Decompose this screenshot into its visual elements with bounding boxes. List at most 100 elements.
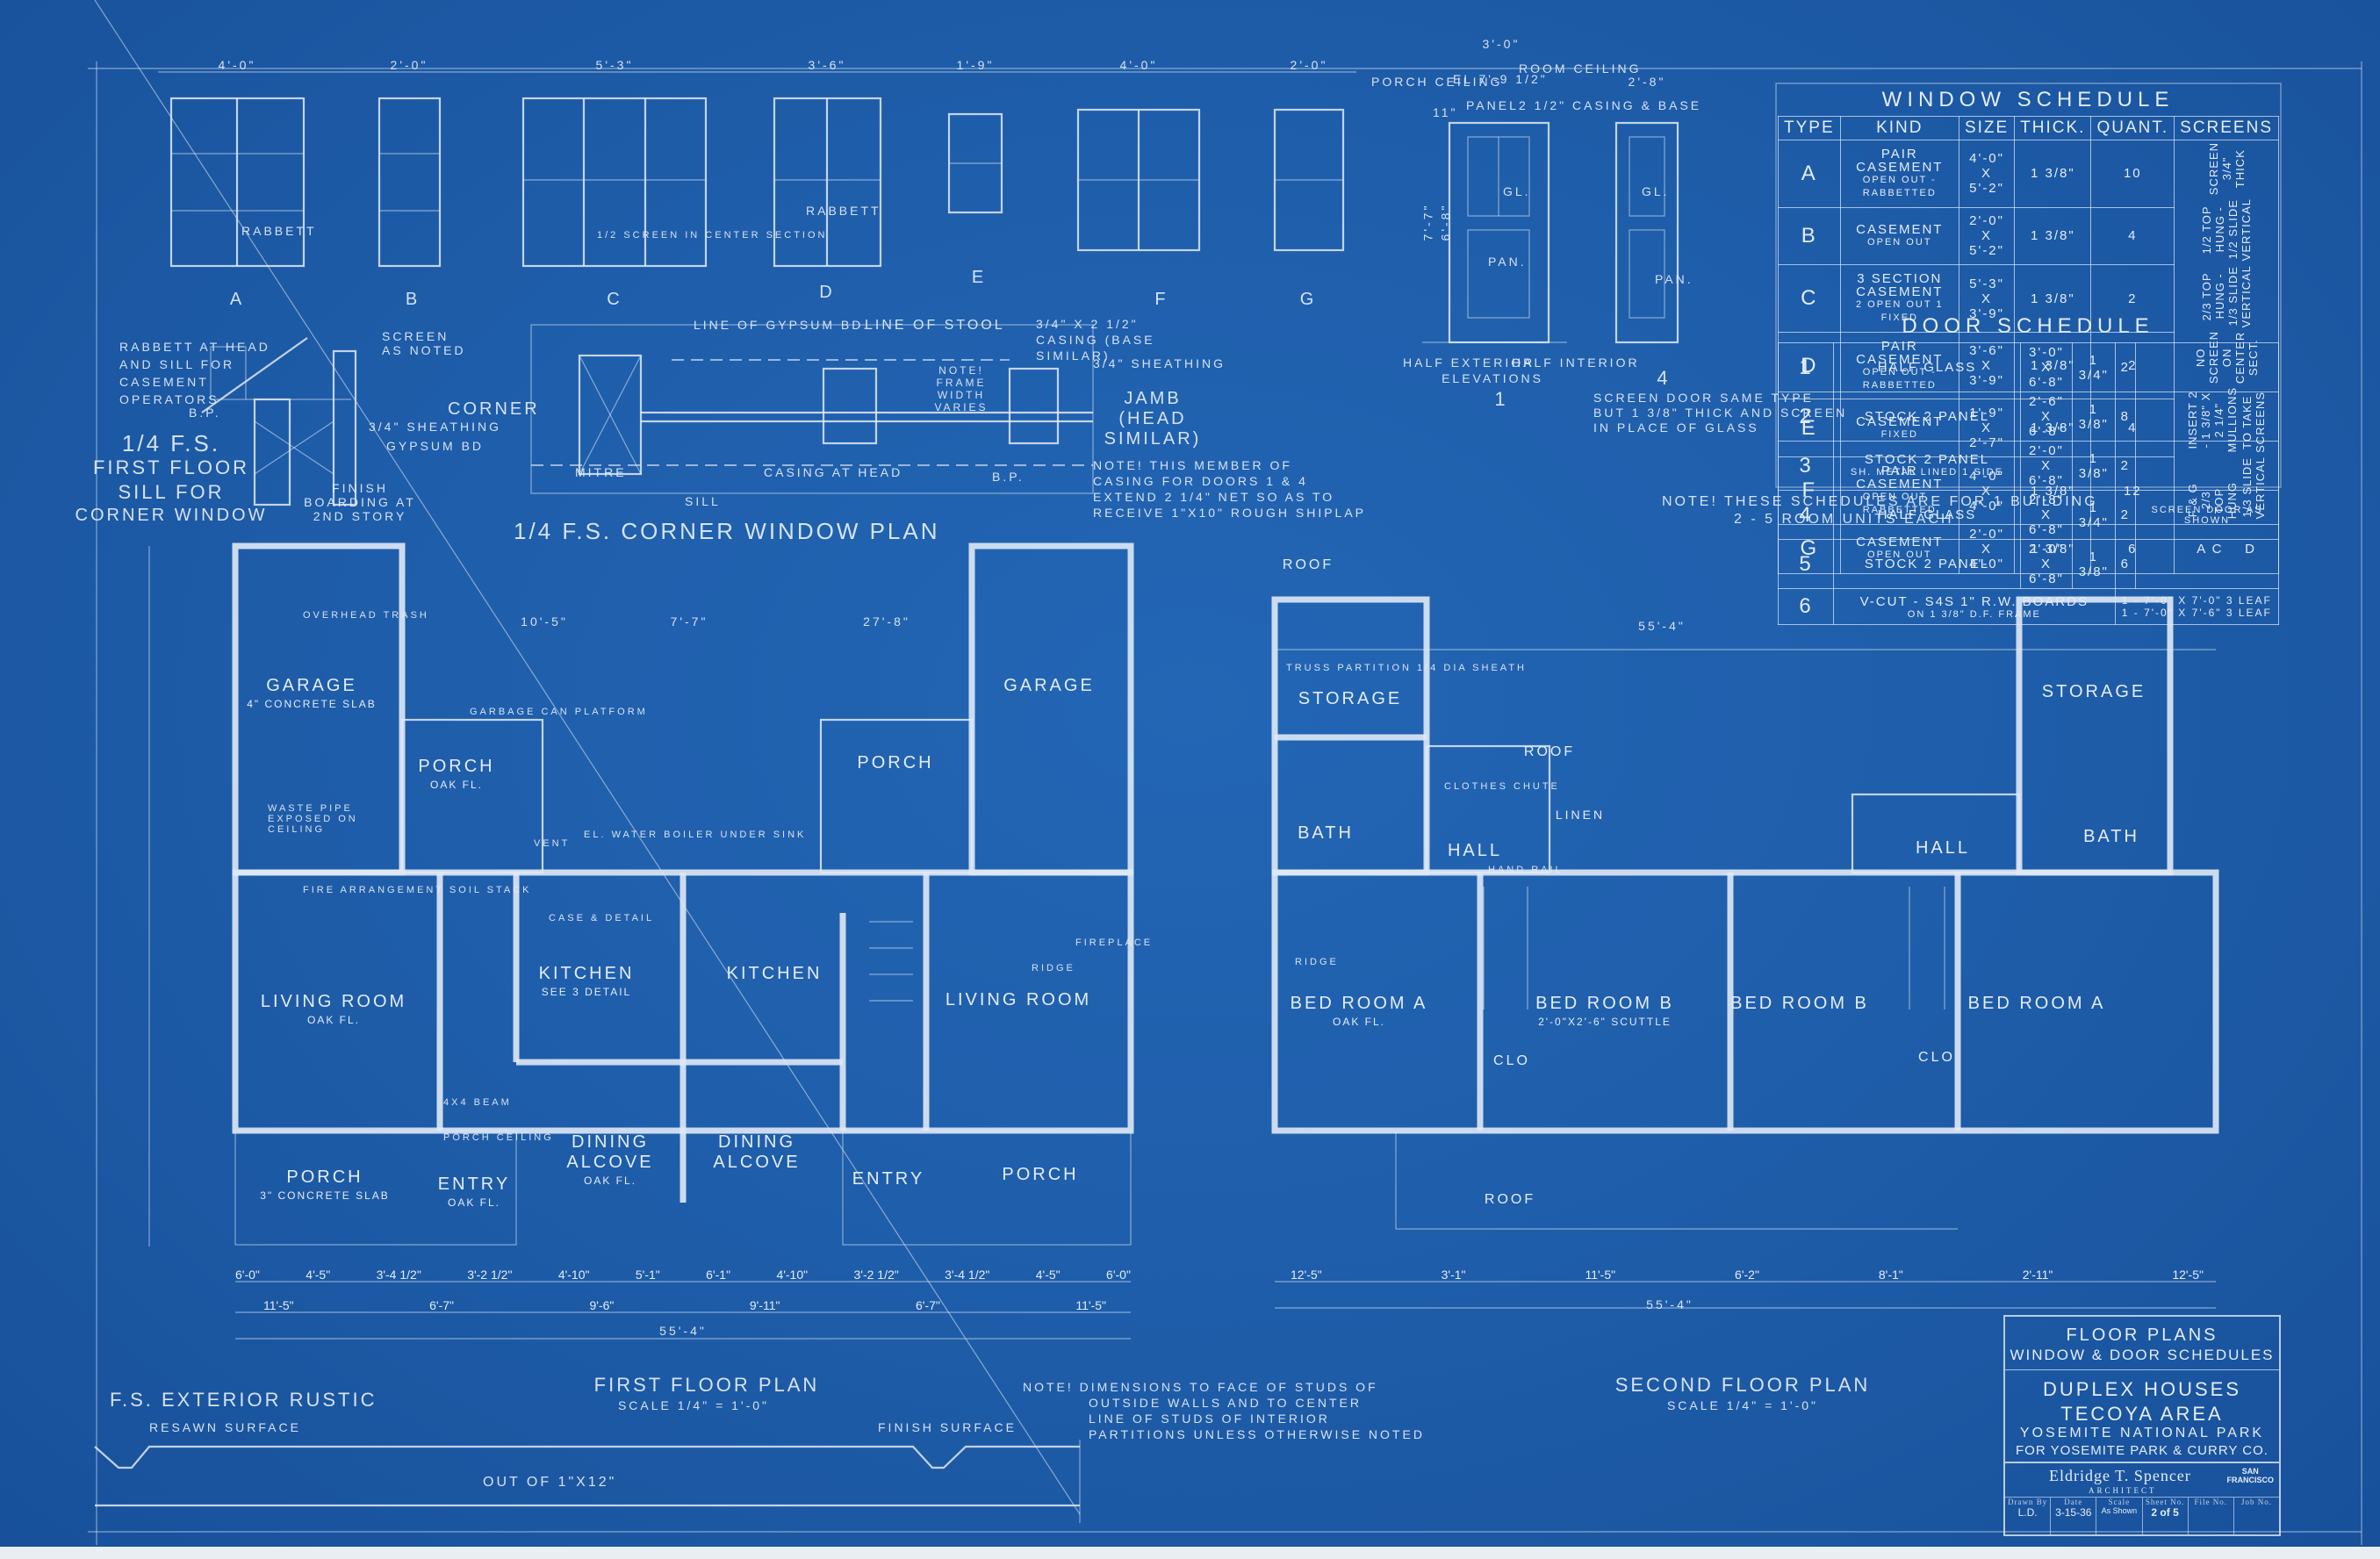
cell-thick: 1 3/4" [2071, 342, 2116, 392]
kind: 3 Section Casement [1856, 271, 1944, 300]
room-bath: Bath [1298, 823, 1354, 844]
table-row: 5Stock 2 Panel2'-0" x 6'-8"1 3/8"6 [1778, 539, 2279, 589]
table-row: C3 Section Casement2 Open Out 1 Fixed5'-… [1778, 264, 2279, 333]
field-value: 3-15-36 [2055, 1506, 2092, 1519]
kind-sub: 2 Open Out 1 Fixed [1855, 299, 1944, 324]
cell-type: 2 [1778, 392, 1834, 442]
window-label-d: D [819, 283, 835, 302]
corner-window-plan-title: 1/4 F.S. Corner Window Plan [514, 518, 940, 544]
caption: Half Interior [1512, 356, 1640, 370]
general-note: Line of Studs of Interior [1089, 1412, 1330, 1426]
table-row: APair CasementOpen Out - Rabbetted4'-0" … [1778, 140, 2279, 525]
schedule-note: 2 - 5 Room Units Each [1734, 512, 1954, 527]
window-note: Rabbett [241, 224, 317, 238]
second-floor-plan-title: Second Floor Plan [1614, 1374, 1871, 1396]
callout: Gl. [1642, 184, 1670, 198]
room-hall: Hall [1916, 838, 1970, 859]
callout: Ridge [1295, 957, 1339, 967]
room-porch: Porch [857, 753, 933, 773]
callout: Hand Rail [1488, 865, 1564, 875]
room-name: Entry [437, 1175, 511, 1194]
dim: 3'-0" [1482, 37, 1521, 51]
dimension: 4'-10" [557, 1268, 590, 1282]
cell-type: 3 [1778, 441, 1834, 491]
window-label-e: E [971, 268, 987, 287]
dimension: 3'-2 1/2" [853, 1268, 899, 1282]
callout: Rabbett at Head and Sill for Casement Op… [119, 340, 270, 406]
note-line: in Place of Glass [1593, 420, 1759, 435]
room-bath: Bath [2083, 827, 2139, 847]
callout: Garbage Can Platform [470, 707, 648, 717]
cell-size: 2'-8" x 6'-8" [2020, 490, 2073, 540]
callout: Pan. [1488, 255, 1527, 269]
room-porch: PorchOak Fl. [418, 757, 494, 791]
room-floor: Oak Fl. [583, 1175, 636, 1187]
dimension: 3'-2 1/2" [467, 1268, 513, 1282]
callout: Room Ceiling [1519, 61, 1642, 75]
kind: Stock 2 Panel [1864, 451, 1990, 467]
room-hall: Hall [1448, 841, 1502, 861]
callout: Line of Stool [865, 318, 1005, 333]
cell-quant: 10 [2090, 140, 2175, 208]
room-floor: 3" Concrete Slab [260, 1189, 390, 1202]
dimension: 10'-5" [521, 614, 568, 629]
cell-kind: CasementOpen Out [1839, 206, 1959, 266]
room-garage: Garage [1003, 676, 1095, 696]
dimension: 6'-7" [915, 1298, 940, 1312]
window-note: 1/2 Screen in Center Section [597, 230, 828, 241]
sill-detail-title: Sill for [118, 481, 225, 503]
door-schedule-table: 1Half Glass3'-0" x 6'-8"1 3/4"2 2Stock 2… [1778, 342, 2280, 625]
cell-size: 2'-0" x 6'-8" [2020, 441, 2073, 491]
qty-line: 1 - 7'-0" x 7'-6" 3 Leaf [2121, 607, 2272, 619]
room-note: 2'-0"x2'-6" Scuttle [1538, 1016, 1672, 1028]
cell-kind: Stock 2 Panel [1833, 392, 2021, 442]
callout: B.P. [992, 470, 1025, 484]
sill-detail-title: First Floor [92, 456, 250, 478]
cell-quant: 2 [2114, 441, 2137, 491]
first-floor-bottom-dims-2: 11'-5"6'-7"9'-6"9'-11"6'-7"11'-5" [263, 1298, 1106, 1312]
kind: Casement [1856, 221, 1944, 237]
field-label: Job No. [2240, 1498, 2272, 1506]
cell-remarks: Screen Door As Shown [2135, 490, 2279, 540]
callout: Vent [534, 838, 571, 849]
room-name: Porch [418, 757, 495, 776]
window-width-d: 3'-6" [808, 58, 846, 72]
room-name: Kitchen [538, 964, 635, 983]
col-size: Size [1958, 116, 2016, 140]
sill-detail-scale: 1/4 F.S. [121, 430, 221, 456]
kind-sub: on 1 3/8" D.F. Frame [1907, 608, 2041, 620]
window-label-b: B [405, 290, 421, 309]
col-quant: Quant. [2090, 116, 2175, 140]
room-storage: Storage [2042, 682, 2146, 702]
room-floor: 4" Concrete Slab [247, 698, 377, 710]
room-name: Kitchen [726, 964, 823, 983]
architect-stamp: Eldridge T. Spencer Architect SanFrancis… [2005, 1462, 2279, 1534]
room-name: Roof [1484, 1192, 1536, 1207]
door-schedule-title: Door Schedule [1902, 314, 2154, 338]
callout: Fire Arrangement Soil Stack [303, 885, 532, 895]
room-floor: Oak Fl. [429, 779, 484, 791]
cell-type: B [1778, 206, 1841, 266]
room-name: Dining Alcove [566, 1132, 654, 1172]
callout: Overhead Trash [303, 610, 429, 621]
roof-label: Roof [1283, 557, 1334, 573]
dimension: 11'-5" [1075, 1298, 1106, 1312]
cell-remarks [2135, 342, 2279, 392]
cell-type: 5 [1778, 539, 1834, 589]
project-client: for Yosemite Park & Curry Co. [2016, 1443, 2269, 1458]
room-name: Garage [266, 676, 357, 695]
callout: 3/4" Sheathing [1093, 356, 1226, 370]
room-bed-room-a: Bed Room A [1968, 994, 2106, 1014]
dimension: 27'-8" [863, 614, 910, 629]
col-kind: Kind [1839, 116, 1959, 140]
second-floor-walls [1271, 596, 2219, 1309]
caption: Elevations [1442, 371, 1543, 385]
cell-type: 4 [1778, 490, 1834, 540]
room-name: Porch [286, 1167, 363, 1187]
room-name: Porch [857, 753, 934, 772]
room-name: Living Room [260, 992, 407, 1011]
cell-size: 4'-0" x 5'-2" [1958, 140, 2016, 208]
general-note: Note! Dimensions to Face of Studs of [1023, 1380, 1378, 1394]
col-screens: Screens [2174, 116, 2279, 140]
dimension: 3'-1" [1441, 1268, 1466, 1282]
